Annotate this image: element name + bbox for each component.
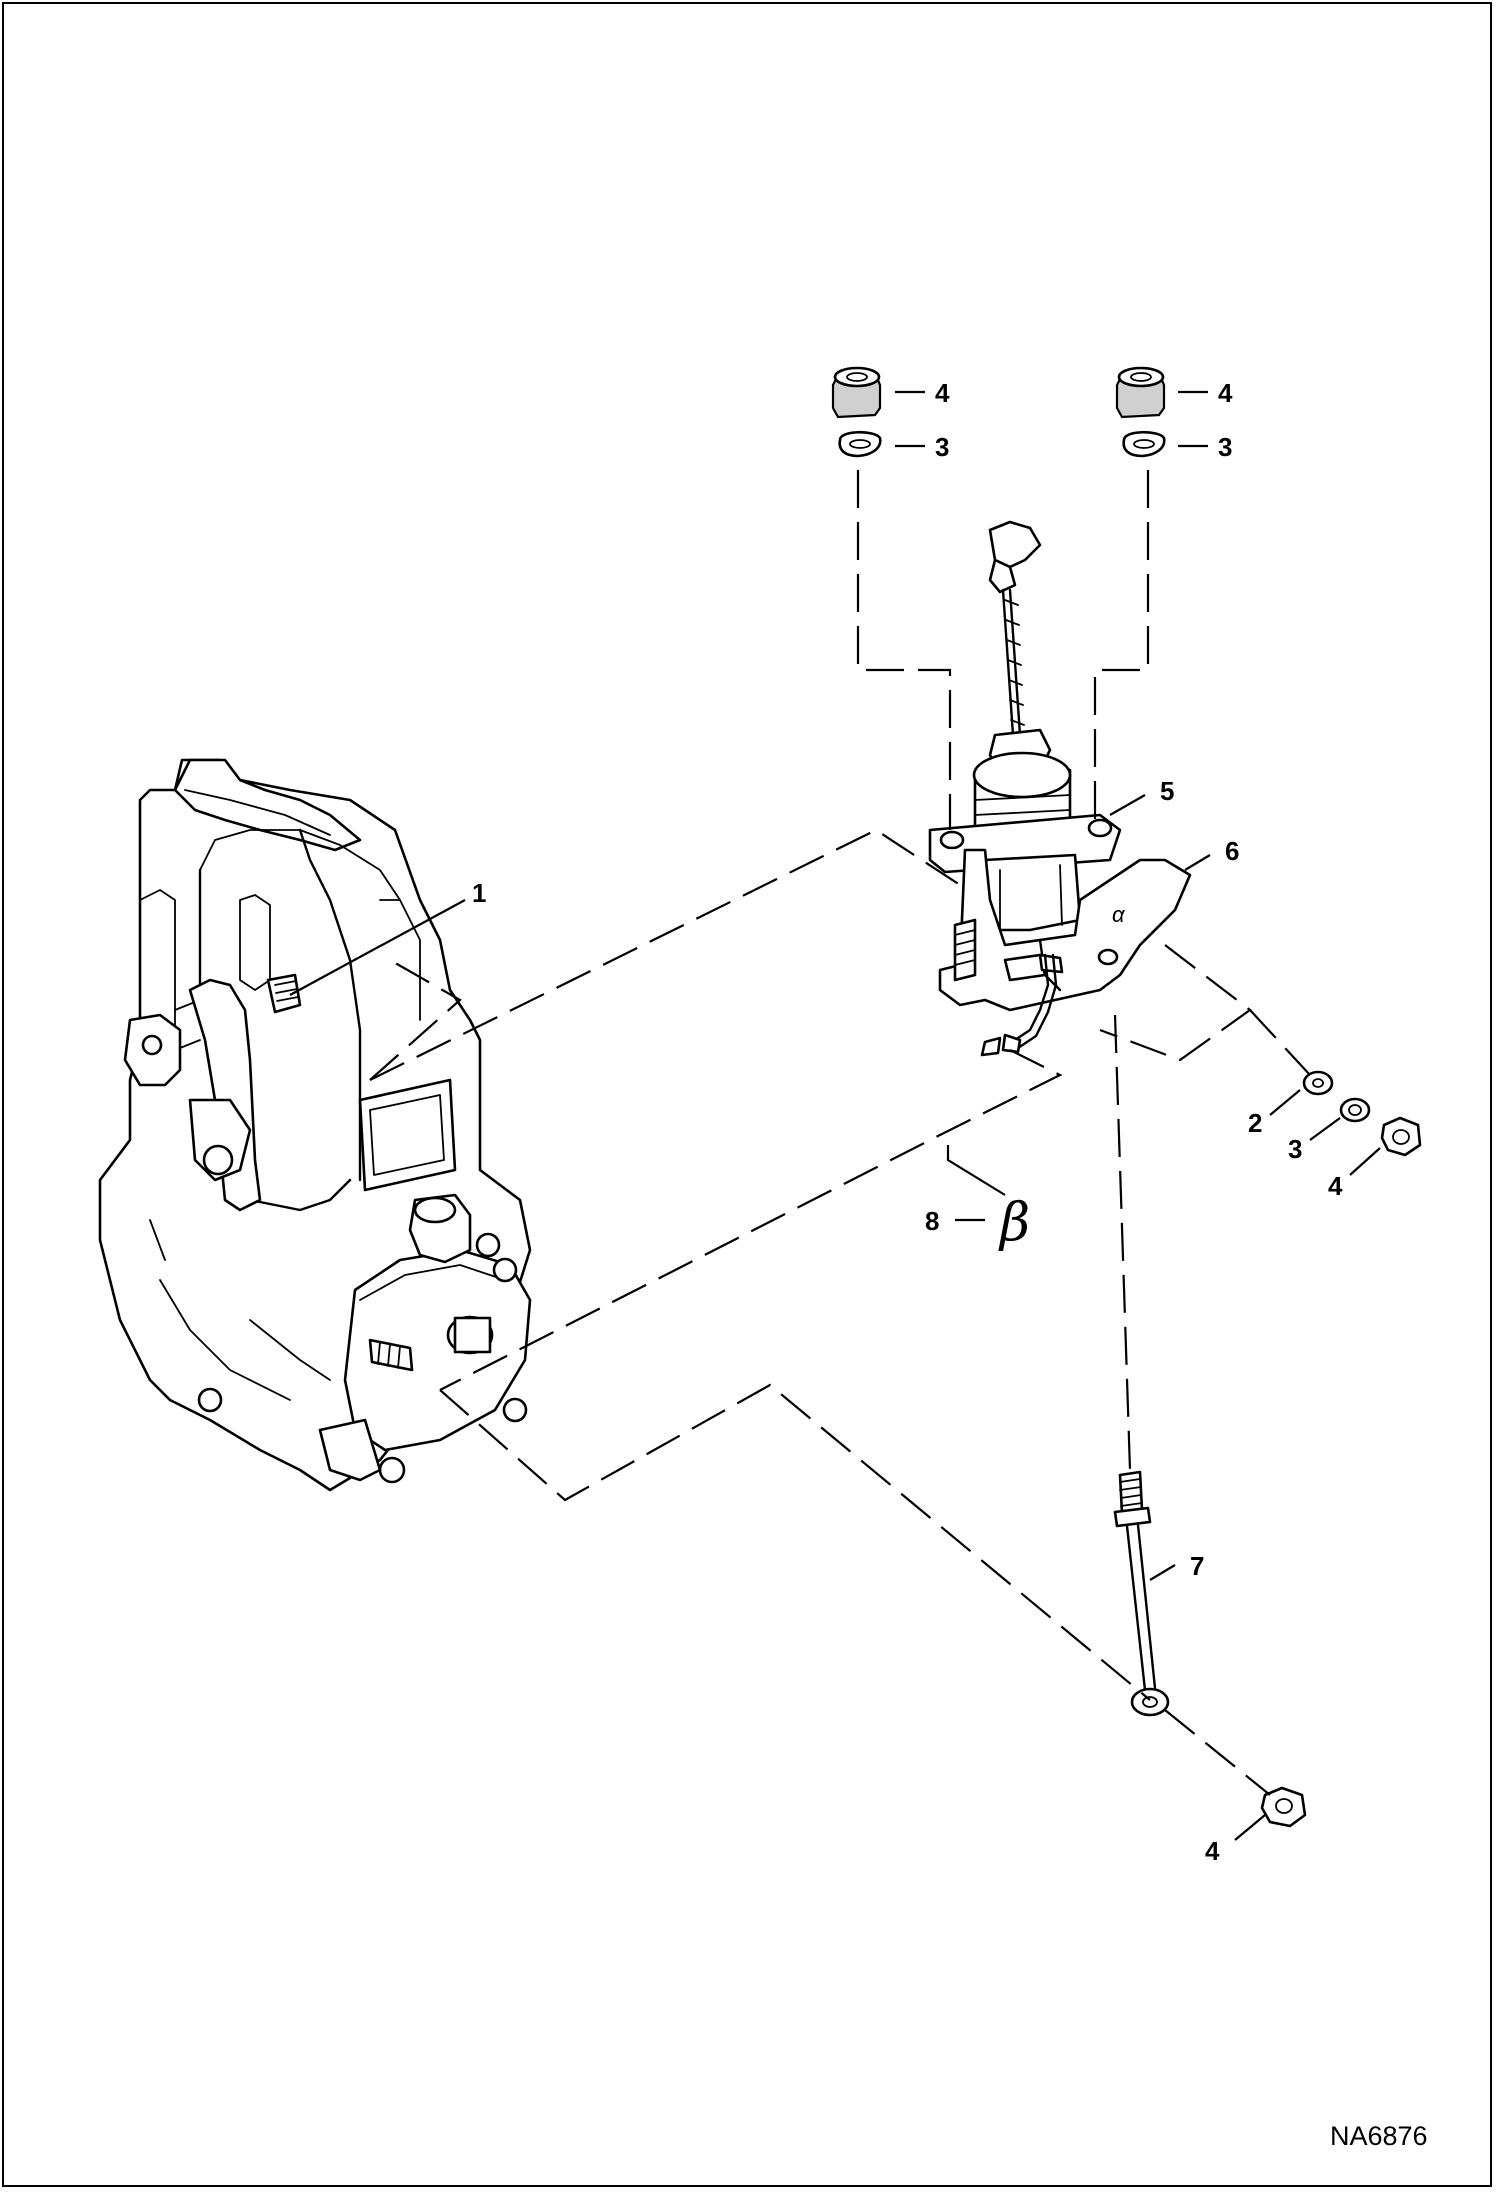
link-rod bbox=[1113, 1470, 1170, 1717]
leader-lines bbox=[289, 390, 1381, 1841]
callout-1: 1 bbox=[472, 878, 486, 908]
callout-8: 8 bbox=[925, 1206, 939, 1236]
hardware-right bbox=[1302, 1070, 1422, 1157]
callout-7: 7 bbox=[1190, 1551, 1204, 1581]
callout-4-top-right: 4 bbox=[1218, 378, 1233, 408]
callout-3-right: 3 bbox=[1288, 1134, 1302, 1164]
callout-2: 2 bbox=[1248, 1108, 1262, 1138]
alpha-mark: α bbox=[1112, 902, 1126, 927]
callout-6: 6 bbox=[1225, 836, 1239, 866]
callout-4-top-left: 4 bbox=[935, 378, 950, 408]
assembly-lines bbox=[369, 470, 1311, 1796]
solenoid-wire bbox=[980, 953, 1058, 1057]
callout-3-top-left: 3 bbox=[935, 432, 949, 462]
hardware-bottom bbox=[1260, 1786, 1307, 1828]
callout-labels: 4 3 4 3 5 6 1 2 3 4 8 7 4 bbox=[472, 378, 1343, 1866]
injection-pump bbox=[98, 758, 532, 1492]
drawing-code: NA6876 bbox=[1330, 2121, 1428, 2151]
callout-3-top-right: 3 bbox=[1218, 432, 1232, 462]
hardware-top-right bbox=[1115, 366, 1166, 458]
stop-solenoid bbox=[928, 520, 1122, 932]
callout-5: 5 bbox=[1160, 776, 1174, 806]
callout-4-bottom: 4 bbox=[1205, 1836, 1220, 1866]
beta-mark: β bbox=[998, 1193, 1030, 1253]
hardware-top-left bbox=[831, 366, 882, 458]
callout-4-right: 4 bbox=[1328, 1171, 1343, 1201]
